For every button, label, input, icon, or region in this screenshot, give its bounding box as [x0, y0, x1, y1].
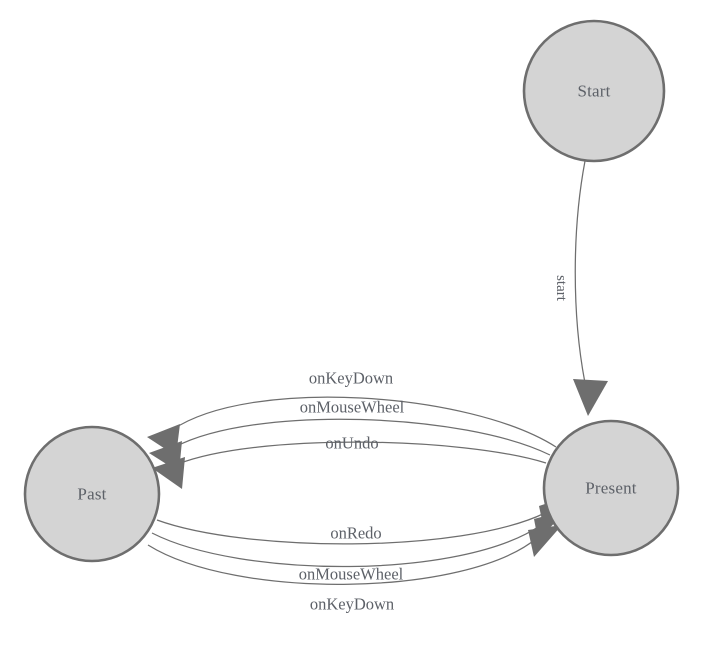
edge-label-start: start [553, 275, 569, 302]
node-past-circle [23, 425, 161, 563]
node-present-label: Present [585, 479, 637, 498]
edge-label-onmousewheel-upper: onMouseWheel [300, 398, 405, 417]
edge-present-to-past-onundo[interactable]: onUndo [152, 434, 547, 490]
edge-past-to-present-onkeydown-path [147, 537, 538, 585]
edge-past-to-present-onmousewheel-path [151, 524, 542, 568]
node-present[interactable]: Present [542, 419, 680, 557]
edge-label-onundo: onUndo [325, 434, 378, 453]
node-past[interactable]: Past [23, 425, 161, 563]
edge-past-to-present-onredo[interactable]: onRedo [156, 495, 572, 545]
edge-start-to-present-path [574, 160, 586, 384]
edge-start-to-present[interactable]: start [553, 160, 608, 416]
edge-label-onmousewheel-lower: onMouseWheel [299, 565, 404, 584]
node-present-circle [542, 419, 680, 557]
node-start-circle [522, 19, 666, 163]
arrowhead-into-present-top [573, 379, 608, 416]
edge-past-to-present-onredo-path [156, 512, 546, 545]
node-start[interactable]: Start [522, 19, 666, 163]
arrowhead-into-past-3 [152, 457, 185, 489]
edge-present-to-past-onundo-path [177, 441, 547, 465]
edge-present-to-past-onkeydown-path [171, 396, 557, 448]
edge-present-to-past-onmousewheel-path [174, 418, 551, 456]
node-start-label: Start [577, 82, 610, 101]
edge-label-onkeydown-upper: onKeyDown [309, 369, 393, 388]
edge-label-onkeydown-lower: onKeyDown [310, 595, 394, 614]
node-past-label: Past [77, 485, 106, 504]
edge-past-to-present-onmousewheel[interactable]: onMouseWheel [151, 510, 567, 584]
edge-label-onredo: onRedo [330, 524, 381, 543]
edge-past-to-present-onkeydown[interactable]: onKeyDown [147, 525, 562, 614]
arrowhead-into-present-3 [528, 525, 562, 557]
